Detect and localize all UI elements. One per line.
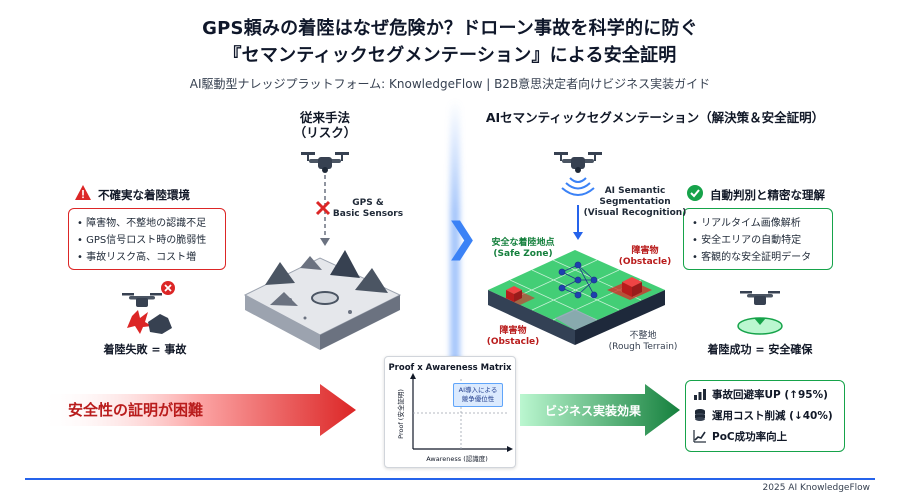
bar-chart-icon (694, 389, 706, 400)
matrix-highlight-line2: 競争優位性 (461, 395, 495, 403)
neural-network-icon (558, 261, 598, 299)
left-heading: 従来手法 （リスク） (245, 110, 405, 140)
right-box-title: 自動判別と精密な理解 (710, 188, 825, 202)
list-item: リアルタイム画像解析 (692, 215, 824, 232)
gps-sensor-label-line1: GPS & (352, 198, 384, 208)
matrix-title: Proof x Awareness Matrix (388, 363, 512, 373)
landing-drone-icon (740, 291, 780, 305)
trend-chart-icon (693, 430, 706, 443)
chevron-right-icon: ❯ (445, 215, 479, 261)
left-heading-line1: 従来手法 (299, 110, 350, 125)
metric-accident-avoidance: 事故回避率UP (↑95%) (712, 389, 828, 401)
warning-icon (75, 185, 91, 200)
list-item: 客観的な安全証明データ (692, 249, 824, 266)
proof-awareness-matrix: Proof x Awareness Matrix Proof (安全証明) Aw… (384, 356, 516, 468)
gps-sensor-label: GPS & Basic Sensors (328, 198, 408, 220)
check-circle-icon (687, 185, 703, 201)
obstacle-cube (622, 277, 642, 297)
subtitle: AI駆動型ナレッジプラットフォーム: KnowledgeFlow | B2B意思… (189, 77, 711, 91)
red-arrow (40, 384, 356, 436)
obstacle-top-line2: (Obstacle) (618, 257, 672, 267)
ai-label-line1: AI Semantic (604, 186, 666, 196)
crashed-drone-icon (122, 293, 162, 307)
list-item: GPS信号ロスト時の脆弱性 (77, 232, 217, 249)
ai-label-line2: Segmentation (599, 197, 671, 207)
safe-zone-label: 安全な着陸地点 (Safe Zone) (478, 238, 568, 260)
success-caption: 着陸成功 = 安全確保 (707, 343, 813, 356)
center-divider (450, 100, 460, 470)
risk-list-box: 障害物、不整地の認識不足 GPS信号ロスト時の脆弱性 事故リスク高、コスト増 (68, 208, 226, 270)
rocky-terrain-illustration (243, 250, 402, 350)
failure-caption: 着陸失敗 = 事故 (103, 343, 187, 356)
no-entry-icon (161, 281, 175, 295)
obstacle-label-bottom: 障害物 (Obstacle) (478, 326, 548, 348)
matrix-x-label: Awareness (認識度) (426, 455, 488, 463)
title-line2: 『セマンティックセグメンテーション』による安全証明 (223, 45, 677, 66)
rough-terrain-label: 不整地 (Rough Terrain) (598, 331, 688, 353)
ai-label-line3: (Visual Recognition) (583, 208, 687, 218)
matrix-highlight-line1: AI導入による (458, 386, 498, 394)
metrics-box: 事故回避率UP (↑95%) 運用コスト削減 (↓40%) PoC成功率向上 (685, 380, 845, 452)
right-heading: AIセマンティックセグメンテーション（解決策＆安全証明） (485, 110, 825, 125)
metric-cost-reduction: 運用コスト削減 (↓40%) (712, 410, 833, 422)
footer-divider (25, 478, 875, 480)
left-box-title: 不確実な着陸環境 (98, 188, 190, 202)
matrix-y-label: Proof (安全証明) (397, 389, 405, 439)
matrix-highlight: AI導入による 競争優位性 (453, 383, 503, 407)
coins-icon (695, 409, 705, 421)
ai-segmentation-label: AI Semantic Segmentation (Visual Recogni… (580, 186, 690, 219)
title-line1: GPS頼みの着陸はなぜ危険か？ドローン事故を科学的に防ぐ (202, 18, 698, 39)
list-item: 事故リスク高、コスト増 (77, 249, 217, 266)
matrix-axes (410, 373, 513, 452)
safe-zone-line2: (Safe Zone) (493, 249, 553, 259)
solution-list-box: リアルタイム画像解析 安全エリアの自動特定 客観的な安全証明データ (683, 208, 833, 270)
rough-line2: (Rough Terrain) (608, 342, 678, 352)
list-item: 障害物、不整地の認識不足 (77, 215, 217, 232)
safe-zone-line1: 安全な着陸地点 (491, 238, 555, 248)
ai-drone-icon (554, 152, 602, 173)
obstacle-bottom-line1: 障害物 (499, 326, 527, 336)
left-heading-line2: （リスク） (293, 125, 357, 140)
right-arrow-text: ビジネス実装効果 (545, 404, 642, 418)
rough-line1: 不整地 (629, 331, 657, 341)
obstacle-label-top: 障害物 (Obstacle) (610, 246, 680, 268)
metric-poc-success: PoC成功率向上 (712, 431, 788, 443)
impact-burst-icon (127, 310, 172, 334)
left-arrow-text: 安全性の証明が困難 (68, 401, 204, 419)
footer-copyright: 2025 AI KnowledgeFlow (762, 483, 870, 493)
gps-sensor-label-line2: Basic Sensors (332, 209, 404, 219)
obstacle-top-line1: 障害物 (631, 246, 659, 256)
obstacle-bottom-line2: (Obstacle) (486, 337, 540, 347)
list-item: 安全エリアの自動特定 (692, 232, 824, 249)
green-arrow (520, 384, 680, 436)
drone-icon (301, 152, 349, 173)
obstacle-cube (506, 286, 522, 302)
